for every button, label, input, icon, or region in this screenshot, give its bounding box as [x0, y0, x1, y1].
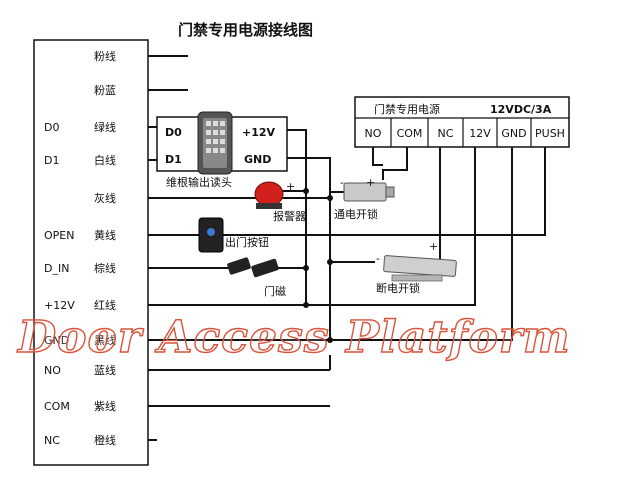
controller-terminal-8: GND — [44, 334, 69, 347]
watermark: Door Access Platform — [16, 312, 571, 363]
psu-terminal-2: NC — [438, 127, 454, 140]
reader-gnd-label: GND — [244, 153, 271, 166]
psu-terminal-3: 12V — [469, 127, 491, 140]
reader-d1-label: D1 — [165, 153, 182, 166]
fail-safe-lock-label: 断电开锁 — [376, 281, 420, 295]
controller-wire-6: 棕线 — [94, 261, 116, 275]
door-sensor-icon — [227, 257, 279, 278]
fail-secure-minus: - — [340, 176, 344, 189]
controller-terminal-2: D0 — [44, 121, 59, 134]
controller-wire-2: 绿线 — [94, 120, 116, 134]
controller-wire-4: 灰线 — [94, 191, 116, 205]
controller-terminal-10: COM — [44, 400, 70, 413]
controller-panel — [33, 39, 149, 466]
psu-terminal-4: GND — [501, 127, 526, 140]
junction-dots — [303, 188, 333, 343]
controller-wire-0: 粉线 — [94, 49, 116, 63]
controller-terminal-5: OPEN — [44, 229, 74, 242]
reader-12v-label: +12V — [242, 126, 276, 139]
alarm-plus: + — [286, 180, 295, 193]
controller-wire-7: 红线 — [94, 298, 116, 312]
psu-terminal-1: COM — [397, 127, 423, 140]
controller-terminal-7: +12V — [44, 299, 75, 312]
diagram-title: 门禁专用电源接线图 — [178, 21, 313, 39]
door-sensor-label: 门磁 — [264, 284, 286, 298]
fail-secure-lock-label: 通电开锁 — [334, 207, 378, 221]
controller-terminal-11: NC — [44, 434, 60, 447]
power-supply-rating: 12VDC/3A — [490, 103, 552, 116]
controller-wire-3: 白线 — [94, 153, 116, 167]
exit-button-label: 出门按钮 — [225, 235, 269, 249]
keypad-reader-icon — [197, 111, 233, 175]
reader-d0-label: D0 — [165, 126, 182, 139]
controller-wire-8: 黑线 — [94, 333, 116, 347]
controller-terminal-3: D1 — [44, 154, 59, 167]
controller-wire-11: 橙线 — [94, 433, 116, 447]
fail-secure-plus: + — [366, 176, 375, 189]
fail-safe-lock-icon — [383, 255, 457, 282]
exit-button-icon — [198, 217, 224, 253]
psu-terminal-5: PUSH — [535, 127, 565, 140]
fail-secure-lock-icon — [343, 182, 395, 202]
wires — [148, 55, 546, 441]
reader-caption: 维根输出读头 — [166, 175, 232, 189]
fail-safe-plus: + — [429, 240, 438, 253]
alarm-icon — [254, 181, 284, 209]
power-supply-terminals: NO COM NC 12V GND PUSH — [365, 118, 565, 147]
controller-wire-10: 紫线 — [94, 399, 116, 413]
alarm-label: 报警器 — [273, 209, 306, 223]
controller-wire-5: 黄线 — [94, 228, 116, 242]
power-supply-name: 门禁专用电源 — [374, 102, 440, 116]
fail-safe-minus: - — [376, 252, 380, 265]
controller-wire-9: 蓝线 — [94, 363, 116, 377]
controller-terminal-6: D_IN — [44, 262, 69, 275]
controller-terminal-9: NO — [44, 364, 61, 377]
psu-terminal-0: NO — [365, 127, 382, 140]
controller-wire-1: 粉蓝 — [94, 84, 116, 97]
